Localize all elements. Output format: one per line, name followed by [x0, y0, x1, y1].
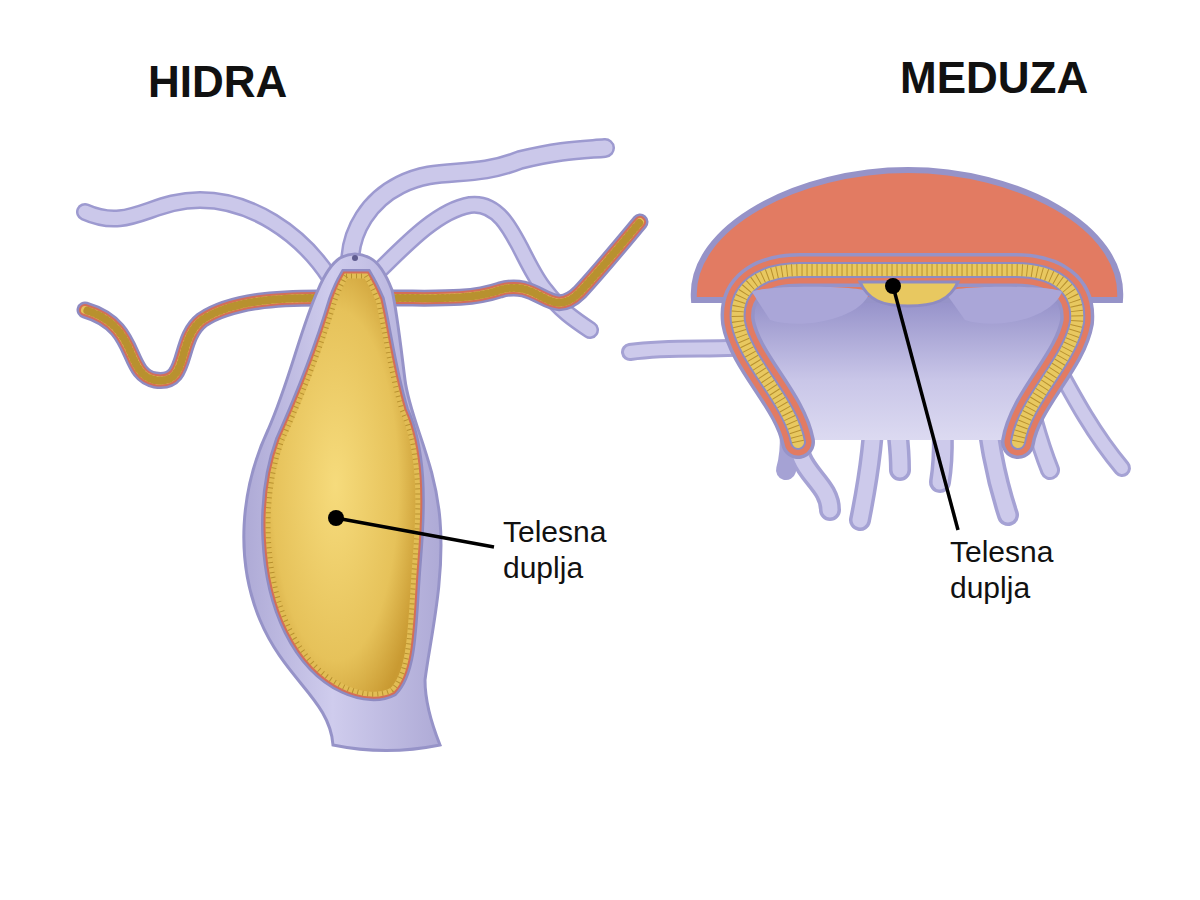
species-title: HIDRA [148, 58, 287, 106]
tentacle [380, 205, 590, 330]
tentacle-cavity [392, 222, 640, 303]
subumbrella-lobe [945, 287, 1062, 324]
bell-wall [738, 270, 1078, 442]
ectoderm-layer [268, 276, 418, 694]
endoderm-cells [268, 276, 418, 694]
tentacle [380, 205, 590, 330]
leader-line [336, 518, 494, 547]
callout-label: Telesna duplja [950, 534, 1090, 606]
tentacle-cells [85, 298, 320, 381]
body-cavity [268, 276, 418, 694]
tentacle-wall [85, 298, 320, 381]
bell-mesoglea [738, 270, 1078, 442]
mesoglea-layer [268, 276, 418, 694]
hydra-body [244, 254, 441, 751]
tentacle [85, 200, 330, 278]
tentacle-wall [85, 298, 320, 381]
manubrium-cavity [860, 282, 958, 306]
endoderm-cells [738, 270, 1078, 442]
tentacle-wall [392, 222, 640, 303]
leader-line [893, 286, 958, 530]
species-title: MEDUZA [900, 54, 1088, 102]
tentacle-cells [392, 222, 640, 303]
subumbrella-lobe [752, 287, 870, 324]
body-cavity [738, 270, 1078, 442]
callout-label: Telesna duplja [503, 514, 643, 586]
tentacle-wall [392, 222, 640, 303]
mouth [352, 255, 358, 261]
gastrodermis [738, 270, 1078, 442]
tentacle-cavity [85, 298, 320, 381]
tentacle [85, 200, 330, 278]
